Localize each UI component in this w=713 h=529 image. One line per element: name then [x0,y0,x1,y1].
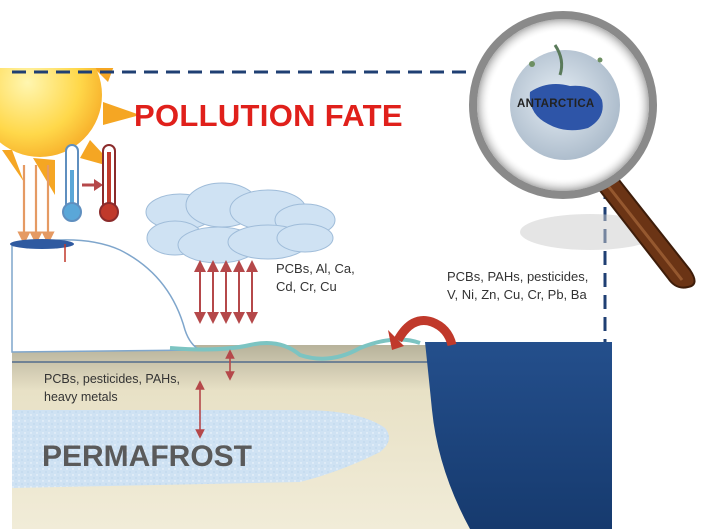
hot-thermometer-icon [99,144,119,222]
warming-arrow [82,179,103,191]
permafrost-body [12,410,389,488]
sea-pollutants-line-1: PCBs, PAHs, pesticides, [447,269,589,284]
sea-section [425,342,612,529]
cold-thermometer-icon [62,144,82,222]
cloud-pollutants-line-1: PCBs, Al, Ca, [276,261,355,276]
cloud-pollutants-label: PCBs, Al, Ca, Cd, Cr, Cu [276,260,355,296]
antarctica-label: ANTARCTICA [517,98,595,110]
magnifying-glass-icon [469,11,696,289]
sunlight-arrows [17,165,55,245]
melt-pond [10,239,74,249]
soil-pollutants-line-1: PCBs, pesticides, PAHs, [44,372,180,386]
soil-pollutants-line-2: heavy metals [44,390,118,404]
dashed-frame [12,70,607,342]
curved-arrow-icon [388,316,457,350]
sea-pollutants-line-2: V, Ni, Zn, Cu, Cr, Pb, Ba [447,287,587,302]
cloud-icon [145,182,336,264]
globe-icon [510,44,620,160]
soil-pollutants-label: PCBs, pesticides, PAHs, heavy metals [44,370,180,406]
meltwater-stream [169,337,421,361]
sea-pollutants-label: PCBs, PAHs, pesticides, V, Ni, Zn, Cu, C… [447,268,588,304]
ice-sheet [11,239,201,353]
cloud-pollutants-line-2: Cd, Cr, Cu [276,279,337,294]
diagram-title: POLLUTION FATE [134,98,403,133]
permafrost-label: PERMAFROST [42,440,252,473]
atmospheric-exchange-arrows [194,260,258,324]
